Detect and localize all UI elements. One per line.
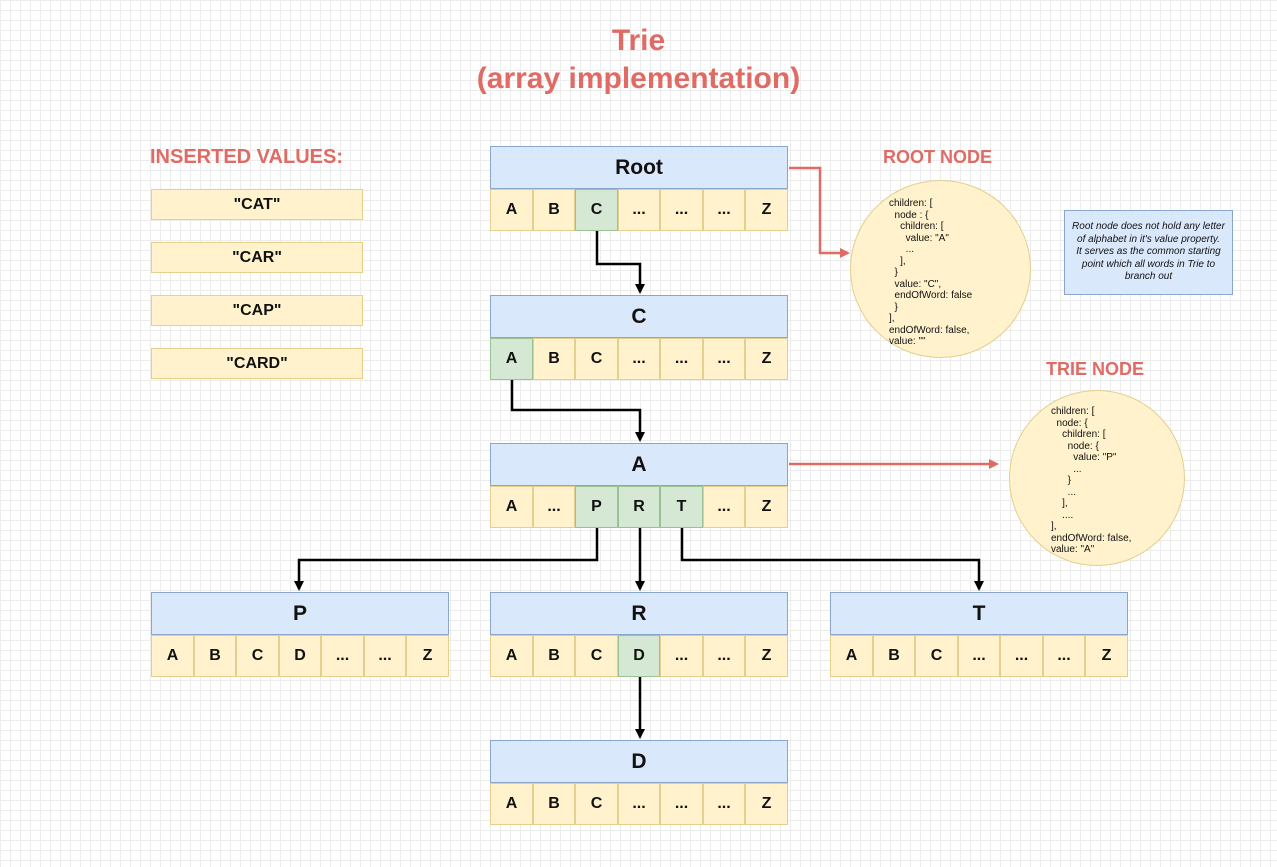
edge-c-a: [510, 380, 645, 442]
child-slot: C: [236, 635, 279, 677]
trie-node-structure: children: [ node: { children: [ node: { …: [1009, 390, 1185, 566]
child-slot-active: P: [575, 486, 618, 528]
child-slot: B: [533, 783, 575, 825]
child-slot: ...: [533, 486, 575, 528]
child-slot: ...: [1043, 635, 1085, 677]
child-slot: ...: [660, 189, 703, 231]
root-node-note-text: Root node does not hold any letter of al…: [1072, 221, 1225, 283]
node-label: T: [830, 592, 1128, 635]
inserted-value-4: "CARD": [151, 348, 363, 379]
diagram-title-line-1: Trie: [611, 24, 666, 57]
pointer-root-node: [789, 166, 850, 258]
child-slot: ...: [703, 189, 745, 231]
child-slot: Z: [1085, 635, 1128, 677]
child-slot: ...: [364, 635, 406, 677]
node-label: C: [490, 295, 788, 338]
node-label: D: [490, 740, 788, 783]
child-slot: ...: [703, 783, 745, 825]
child-slot: ...: [703, 486, 745, 528]
child-slot: C: [575, 783, 618, 825]
child-slot: ...: [1000, 635, 1043, 677]
child-slot: ...: [618, 338, 660, 380]
child-slot: C: [575, 338, 618, 380]
child-slot: Z: [406, 635, 449, 677]
child-slot: ...: [703, 338, 745, 380]
child-slot: B: [873, 635, 915, 677]
child-slot: Z: [745, 635, 788, 677]
node-children-array: A B C ... ... ... Z: [490, 783, 788, 825]
root-node-code: children: [ node : { children: [ value: …: [889, 198, 973, 347]
inserted-value-1: "CAT": [151, 189, 363, 220]
trie-node-code: children: [ node: { children: [ node: { …: [1051, 406, 1132, 555]
child-slot: B: [533, 635, 575, 677]
child-slot: ...: [618, 783, 660, 825]
edge-root-c: [595, 231, 645, 294]
child-slot: ...: [660, 338, 703, 380]
inserted-value-3: "CAP": [151, 295, 363, 326]
diagram-title-line-2: (array implementation): [476, 62, 801, 95]
root-node-note: Root node does not hold any letter of al…: [1064, 210, 1233, 295]
child-slot-active: R: [618, 486, 660, 528]
child-slot: A: [490, 486, 533, 528]
trie-node-p: P A B C D ... ... Z: [151, 592, 449, 677]
trie-node-a: A A ... P R T ... Z: [490, 443, 788, 528]
child-slot: Z: [745, 338, 788, 380]
child-slot: B: [194, 635, 236, 677]
trie-node-d: D A B C ... ... ... Z: [490, 740, 788, 825]
root-node-structure: children: [ node : { children: [ value: …: [850, 180, 1031, 358]
node-label: P: [151, 592, 449, 635]
child-slot: C: [575, 635, 618, 677]
inserted-values-label: INSERTED VALUES:: [150, 146, 343, 168]
child-slot-active: C: [575, 189, 618, 231]
child-slot: ...: [703, 635, 745, 677]
child-slot: A: [490, 783, 533, 825]
child-slot: B: [533, 189, 575, 231]
child-slot-active: T: [660, 486, 703, 528]
child-slot: A: [151, 635, 194, 677]
node-label: A: [490, 443, 788, 486]
child-slot: C: [915, 635, 958, 677]
edge-a-p: [294, 528, 599, 591]
child-slot: Z: [745, 189, 788, 231]
child-slot-active: A: [490, 338, 533, 380]
inserted-value-2: "CAR": [151, 242, 363, 273]
trie-node-r: R A B C D ... ... Z: [490, 592, 788, 677]
child-slot: ...: [618, 189, 660, 231]
trie-node-c: C A B C ... ... ... Z: [490, 295, 788, 380]
child-slot: A: [490, 189, 533, 231]
trie-node-root: Root A B C ... ... ... Z: [490, 146, 788, 231]
node-children-array: A B C D ... ... Z: [490, 635, 788, 677]
trie-node-t: T A B C ... ... ... Z: [830, 592, 1128, 677]
node-children-array: A ... P R T ... Z: [490, 486, 788, 528]
child-slot: ...: [958, 635, 1000, 677]
child-slot: ...: [660, 783, 703, 825]
child-slot: ...: [660, 635, 703, 677]
node-label: Root: [490, 146, 788, 189]
child-slot: ...: [321, 635, 364, 677]
node-label: R: [490, 592, 788, 635]
trie-node-label: TRIE NODE: [1046, 359, 1145, 379]
root-node-label: ROOT NODE: [883, 147, 993, 167]
node-children-array: A B C D ... ... Z: [151, 635, 449, 677]
child-slot: D: [279, 635, 321, 677]
child-slot-active: D: [618, 635, 660, 677]
child-slot: B: [533, 338, 575, 380]
child-slot: Z: [745, 486, 788, 528]
node-children-array: A B C ... ... ... Z: [490, 338, 788, 380]
node-children-array: A B C ... ... ... Z: [490, 189, 788, 231]
node-children-array: A B C ... ... ... Z: [830, 635, 1128, 677]
child-slot: Z: [745, 783, 788, 825]
edge-a-t: [680, 528, 984, 591]
child-slot: A: [830, 635, 873, 677]
child-slot: A: [490, 635, 533, 677]
